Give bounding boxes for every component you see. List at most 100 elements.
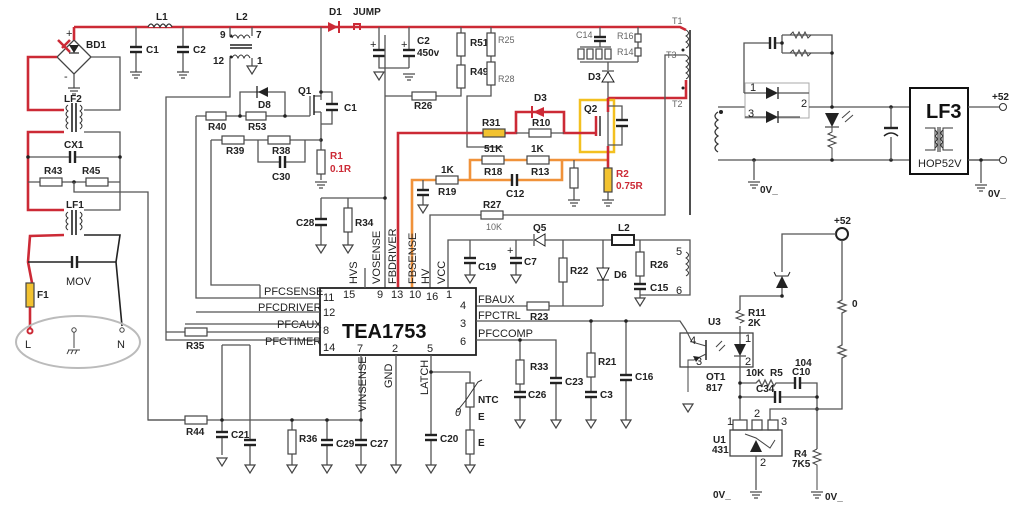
bottom-section: R44 C21 R36 C29 C27 C20 NTC θ E E R33 C2…	[148, 319, 654, 474]
svg-text:C2: C2	[417, 36, 430, 47]
svg-text:R18: R18	[484, 167, 503, 178]
output-terminal-plus[interactable]	[999, 103, 1007, 111]
resistor-r1	[316, 149, 326, 175]
zener-diode-icon	[776, 276, 788, 288]
bridge-rectifier-bd1: + - BD1	[56, 27, 106, 95]
svg-text:Q2: Q2	[584, 104, 598, 115]
svg-text:R26: R26	[414, 101, 433, 112]
svg-text:VCC: VCC	[436, 261, 448, 284]
svg-text:C1: C1	[344, 103, 357, 114]
svg-text:C23: C23	[565, 377, 584, 388]
svg-text:450v: 450v	[417, 48, 440, 59]
svg-text:L2: L2	[236, 12, 248, 23]
ic-right-pins: 4 FBAUX 3 FPCTRL 6 PFCCOMP	[460, 294, 687, 355]
svg-text:FBDRIVER: FBDRIVER	[387, 228, 399, 284]
svg-text:2: 2	[760, 457, 766, 469]
svg-text:817: 817	[706, 383, 723, 394]
aux-section: C19 C7 + Q5 R22 D6 L2 R26 C15 5 6 R23	[447, 223, 691, 323]
svg-text:JUMP: JUMP	[353, 7, 381, 18]
common-mode-choke-lf2: LF2	[64, 94, 83, 132]
svg-text:NTC: NTC	[478, 395, 499, 406]
optocoupler-u3	[679, 332, 754, 368]
svg-text:C20: C20	[440, 434, 459, 445]
ic-bottom-pins: 7 2 5 VINSENSE GND LATCH	[357, 343, 433, 462]
svg-text:R26: R26	[650, 260, 669, 271]
svg-text:R51: R51	[470, 38, 489, 49]
pfc-mosfet-q1: Q1 C1	[298, 27, 357, 180]
svg-text:C7: C7	[524, 257, 537, 268]
diode-d1-icon	[328, 22, 338, 32]
common-mode-choke-lf1: LF1	[65, 200, 84, 235]
svg-text:-: -	[64, 71, 68, 83]
svg-text:C3: C3	[600, 390, 613, 401]
secondary-section: 1 3 2 0V_ LF3 HOP52V +52 0V_	[714, 30, 1009, 200]
svg-text:15: 15	[343, 289, 355, 301]
svg-text:2: 2	[745, 356, 751, 368]
svg-text:U3: U3	[708, 317, 721, 328]
svg-text:R23: R23	[530, 312, 549, 323]
pfc-section: L1 C1 C2 L2 9 7 12 1 D1 JUMP	[129, 7, 440, 352]
svg-text:R10: R10	[532, 118, 551, 129]
svg-text:R1: R1	[330, 151, 343, 162]
svg-text:Q1: Q1	[298, 86, 312, 97]
pfc-inductor-l2: L2 9 7 12 1	[165, 12, 263, 341]
svg-text:E: E	[478, 412, 485, 423]
svg-text:PFCTIMER: PFCTIMER	[265, 336, 321, 348]
svg-text:R13: R13	[531, 167, 550, 178]
svg-text:C28: C28	[296, 218, 315, 229]
resistor-r2	[603, 167, 613, 193]
output-terminal-ground[interactable]	[999, 156, 1007, 164]
svg-text:104: 104	[795, 358, 812, 369]
svg-text:R14: R14	[617, 47, 634, 57]
svg-text:2: 2	[392, 343, 398, 355]
svg-text:2: 2	[801, 98, 807, 110]
ic-top-pins: 15 9 13 10 16 1 HVS VOSENSE FBDRIVER FBS…	[343, 228, 452, 303]
svg-text:C26: C26	[528, 390, 547, 401]
feedback-terminal-plus[interactable]	[835, 227, 849, 241]
cx1-label: CX1	[64, 140, 84, 151]
svg-text:2: 2	[754, 408, 760, 420]
svg-text:3: 3	[781, 416, 787, 428]
line-terminal	[26, 327, 34, 335]
svg-text:R5: R5	[770, 368, 783, 379]
svg-text:C29: C29	[336, 439, 355, 450]
svg-text:R35: R35	[186, 341, 205, 352]
svg-text:1K: 1K	[441, 165, 455, 176]
svg-text:3: 3	[748, 108, 754, 120]
svg-text:FBAUX: FBAUX	[478, 294, 515, 306]
svg-text:LF1: LF1	[66, 200, 84, 211]
svg-text:R31: R31	[482, 118, 501, 129]
svg-text:6: 6	[676, 285, 682, 297]
svg-text:D6: D6	[614, 270, 627, 281]
svg-text:C30: C30	[272, 172, 291, 183]
bd1-label: BD1	[86, 40, 106, 51]
svg-text:C34: C34	[756, 384, 775, 395]
diode-icon	[766, 111, 778, 123]
svg-text:13: 13	[391, 289, 403, 301]
earth-terminal	[71, 327, 77, 333]
svg-text:C1: C1	[146, 45, 159, 56]
svg-text:R21: R21	[598, 357, 617, 368]
svg-text:C19: C19	[478, 262, 497, 273]
svg-text:R43: R43	[44, 166, 63, 177]
svg-text:D8: D8	[258, 100, 271, 111]
svg-text:R53: R53	[248, 122, 267, 133]
svg-text:D1: D1	[329, 7, 342, 18]
svg-text:+: +	[66, 28, 72, 40]
svg-text:E: E	[478, 438, 485, 449]
svg-text:12: 12	[323, 307, 335, 319]
svg-text:R11: R11	[748, 308, 766, 319]
svg-text:+52: +52	[834, 216, 851, 227]
svg-text:HVS: HVS	[348, 261, 360, 284]
svg-text:C21: C21	[231, 430, 250, 441]
output-filter-lf3	[909, 87, 969, 175]
svg-text:D3: D3	[588, 72, 601, 83]
led-icon	[825, 113, 839, 127]
svg-text:D3: D3	[534, 93, 547, 104]
svg-text:C14: C14	[576, 30, 593, 40]
svg-text:12: 12	[213, 56, 225, 67]
svg-text:C27: C27	[370, 439, 389, 450]
ic-left-pins: PFCSENSE 11 PFCDRIVER 12 PFCAUX 8 PFCTIM…	[185, 285, 335, 354]
svg-text:1: 1	[257, 56, 263, 67]
svg-text:14: 14	[323, 342, 335, 354]
